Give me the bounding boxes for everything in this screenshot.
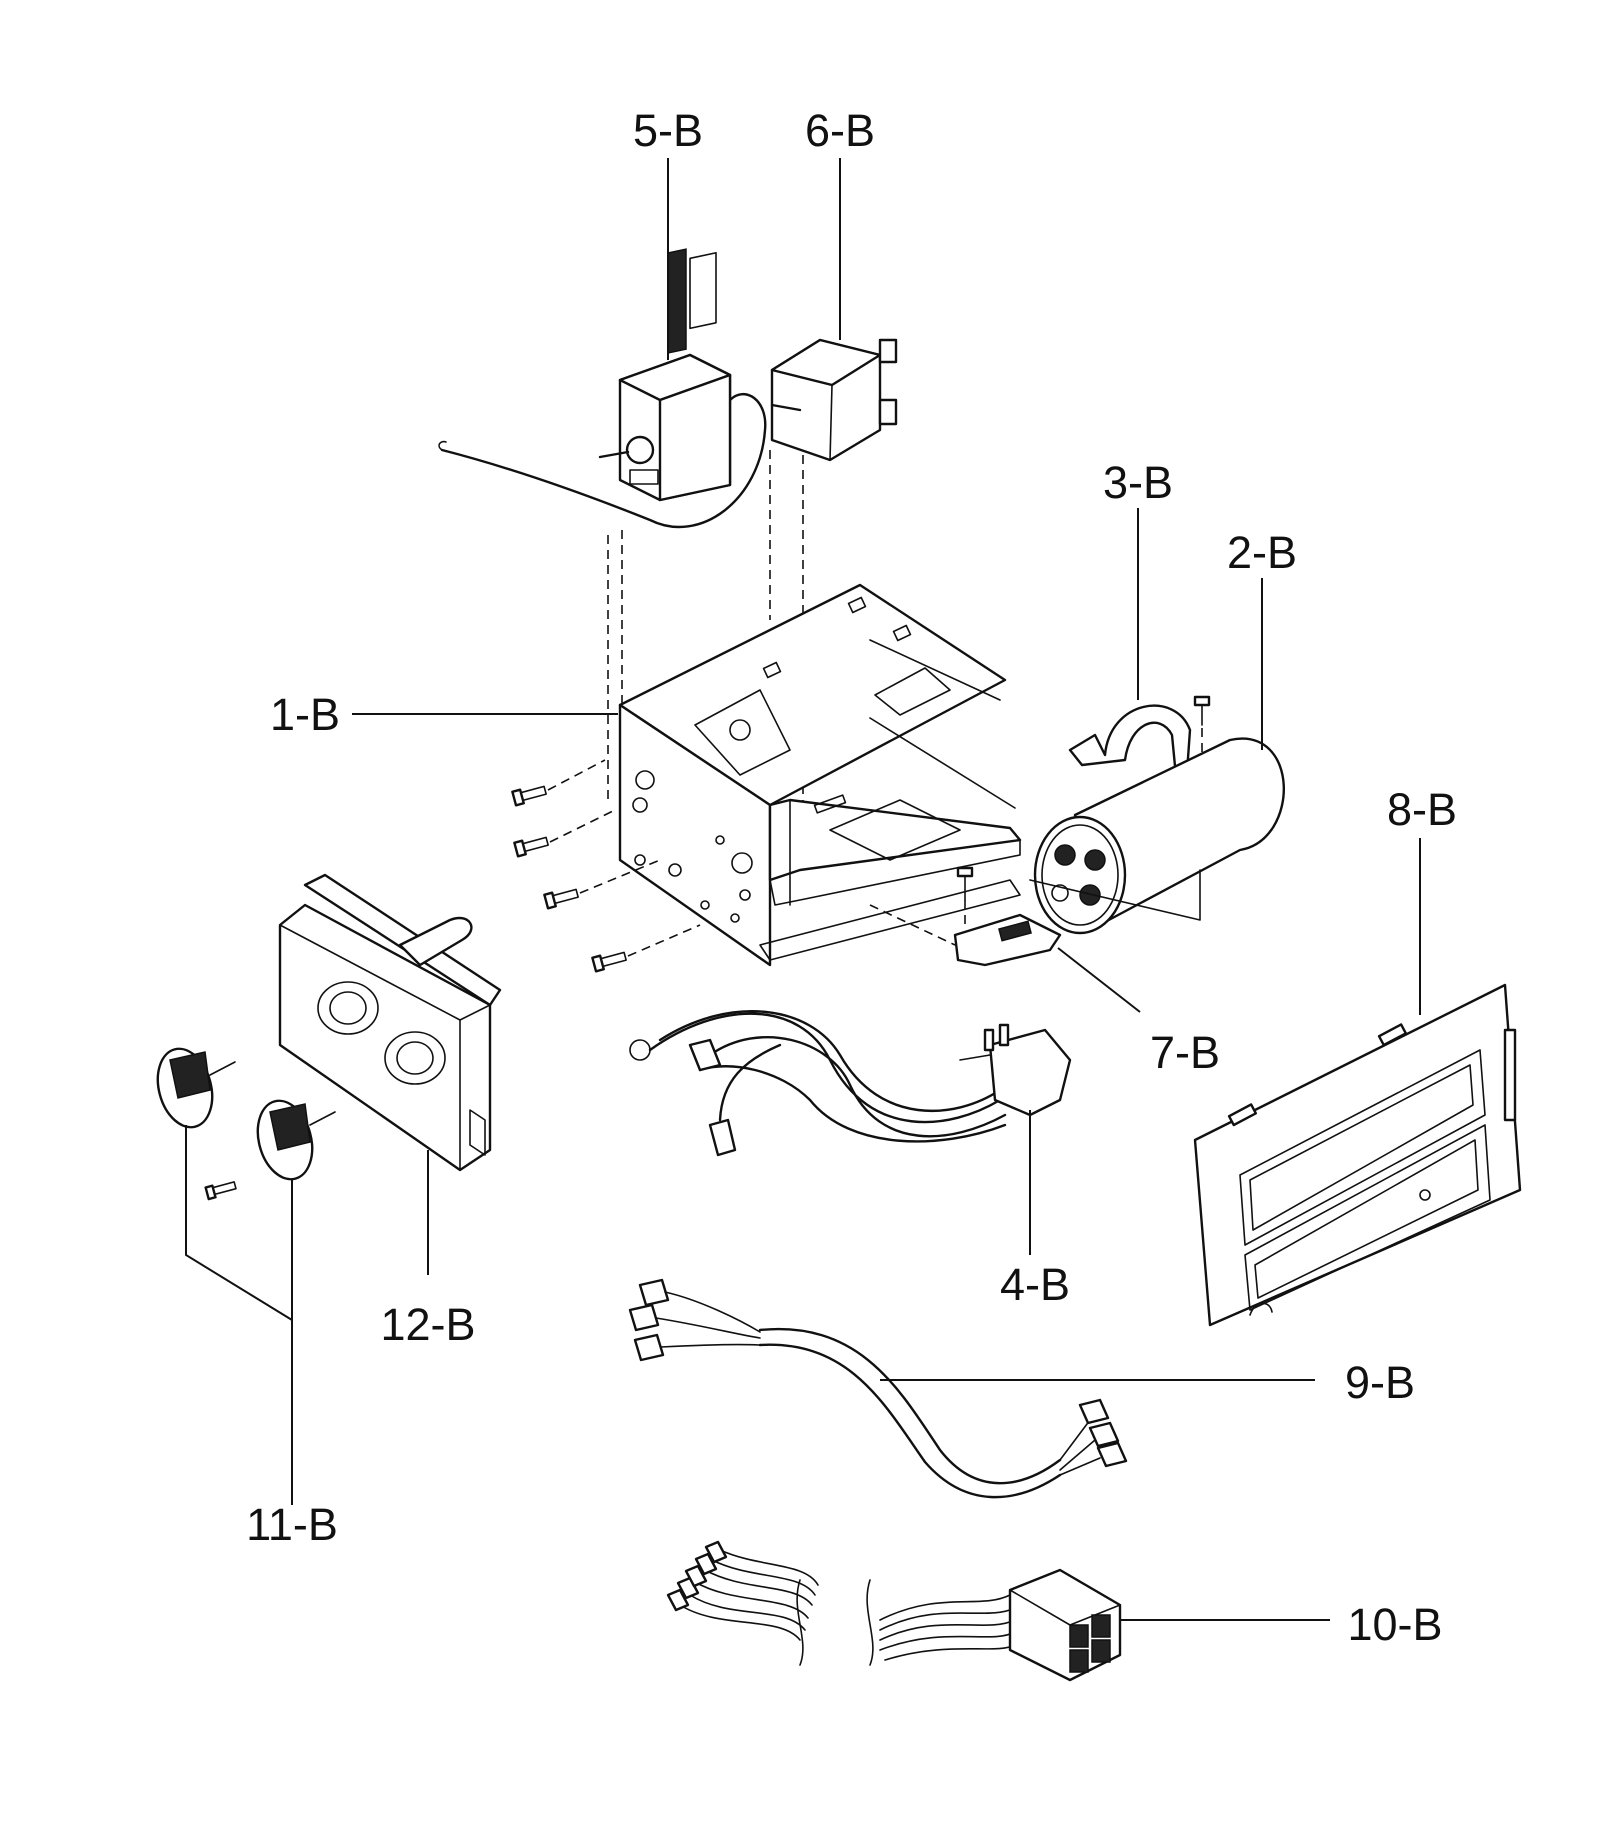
control-panel-icon (278, 873, 502, 1172)
callout-6-b: 6-B (805, 105, 875, 156)
control-box-chassis-icon (618, 583, 1022, 967)
callout-10-b: 10-B (1347, 1599, 1442, 1650)
callout-2-b: 2-B (1227, 527, 1297, 578)
callout-5-b: 5-B (633, 105, 703, 156)
connector-harness-icon (666, 1540, 1122, 1682)
callout-7-b: 7-B (1150, 1027, 1220, 1078)
callout-8-b: 8-B (1387, 784, 1457, 835)
screw-icon (204, 1181, 237, 1201)
selector-switch-icon (770, 338, 898, 462)
screw-icon (511, 785, 627, 973)
control-knob-icon (156, 1047, 336, 1181)
thermostat-icon (438, 248, 767, 529)
leader-11-b-a (185, 1125, 293, 1321)
callout-4-b: 4-B (1000, 1259, 1070, 1310)
cover-plate-icon (1193, 983, 1522, 1327)
callout-12-b: 12-B (380, 1299, 475, 1350)
callout-11-b: 11-B (246, 1499, 338, 1550)
bracket-clip-icon (953, 866, 1062, 967)
callout-1-b: 1-B (270, 689, 340, 740)
callout-9-b: 9-B (1345, 1357, 1415, 1408)
capacitor-icon (1033, 737, 1285, 935)
screw-icon (1193, 695, 1211, 726)
wire-lead-icon (628, 1278, 1128, 1499)
leader-7-b (1057, 947, 1141, 1013)
callout-3-b: 3-B (1103, 457, 1173, 508)
wire-harness-plug-icon (629, 1010, 1072, 1157)
